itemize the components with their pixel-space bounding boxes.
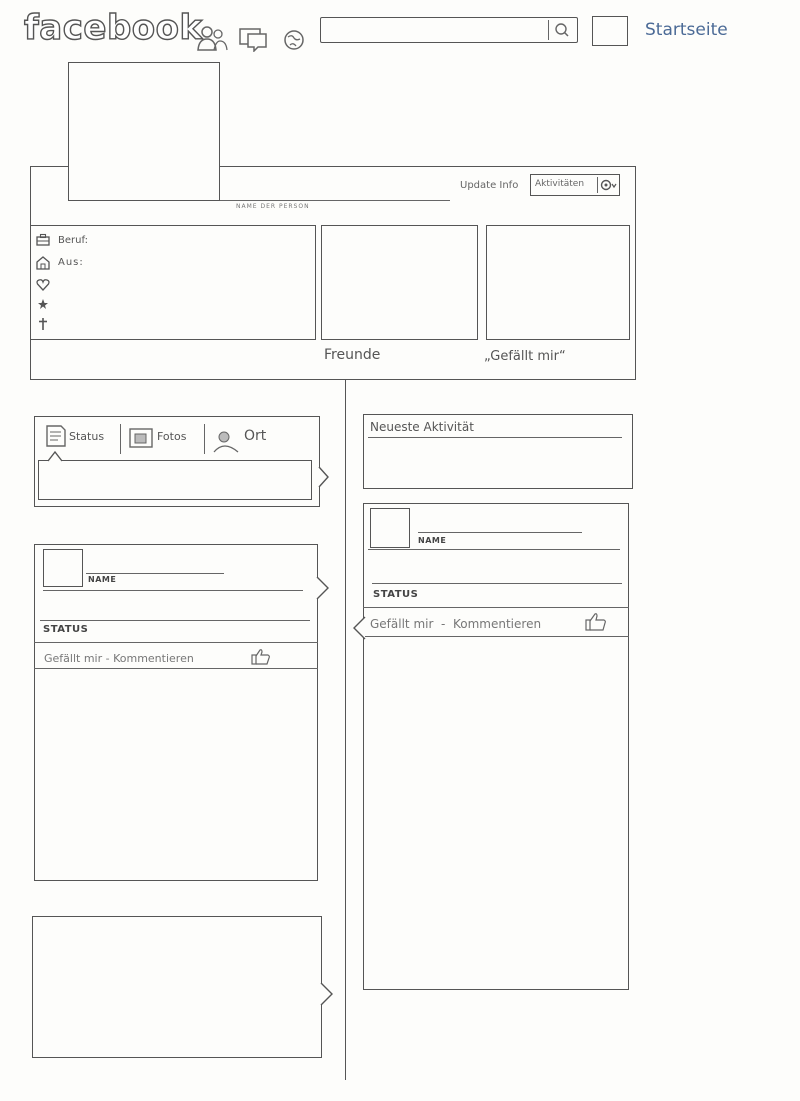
timeline-pointer xyxy=(316,576,329,600)
post-actions[interactable]: Gefällt mir - Kommentieren xyxy=(44,652,194,665)
timeline-pointer xyxy=(318,466,329,488)
search-input[interactable] xyxy=(320,17,578,43)
post-card-left xyxy=(34,544,318,881)
search-icon xyxy=(555,23,569,37)
likes-box[interactable] xyxy=(486,225,630,340)
messages-icon[interactable] xyxy=(238,26,270,52)
recent-activity-box xyxy=(363,414,633,489)
tab-divider xyxy=(204,424,205,454)
post-divider xyxy=(368,549,620,550)
post-actions[interactable]: Gefällt mir - Kommentieren xyxy=(370,617,542,631)
recent-activity-title: Neueste Aktivität xyxy=(370,420,474,434)
post-status: STATUS xyxy=(43,624,89,635)
recent-activity-underline xyxy=(368,437,622,438)
home-link[interactable]: Startseite xyxy=(645,20,728,40)
composer-box xyxy=(34,416,320,507)
post-divider xyxy=(363,607,629,608)
thumbs-up-icon[interactable] xyxy=(585,612,607,632)
post-status: STATUS xyxy=(373,589,419,600)
briefcase-icon xyxy=(36,233,50,246)
post-name-line xyxy=(86,573,224,574)
search-button[interactable] xyxy=(548,20,574,40)
name-caption: NAME DER PERSON xyxy=(236,203,310,210)
info-job: Beruf: xyxy=(58,235,88,246)
photos-icon xyxy=(129,428,153,448)
status-input[interactable] xyxy=(38,460,312,500)
speech-tail xyxy=(47,450,63,462)
post-avatar[interactable] xyxy=(43,549,83,587)
post-name[interactable]: NAME xyxy=(88,575,117,584)
update-info-button[interactable]: Update Info xyxy=(460,180,519,191)
profile-panel xyxy=(30,166,636,380)
post-divider xyxy=(372,583,622,584)
likes-label[interactable]: „Gefällt mir“ xyxy=(484,349,566,364)
post-divider xyxy=(40,620,310,621)
timeline-pointer xyxy=(353,616,366,640)
post-divider xyxy=(34,668,318,669)
name-line xyxy=(220,200,450,201)
post-divider xyxy=(43,590,303,591)
activities-label: Aktivitäten xyxy=(535,179,585,189)
info-from: Aus: xyxy=(58,257,84,268)
friends-box[interactable] xyxy=(321,225,478,340)
info-box xyxy=(30,225,316,340)
heart-icon xyxy=(36,279,50,291)
profile-picture[interactable] xyxy=(68,62,220,201)
post-name[interactable]: NAME xyxy=(418,536,447,545)
post-avatar[interactable] xyxy=(370,508,410,548)
post-card-placeholder xyxy=(32,916,322,1058)
notifications-globe-icon[interactable] xyxy=(282,28,306,52)
tab-photos[interactable]: Fotos xyxy=(157,430,187,443)
timeline-pointer xyxy=(320,982,333,1006)
post-divider xyxy=(34,642,318,643)
friend-requests-icon[interactable] xyxy=(196,24,230,52)
facebook-logo[interactable]: facebook xyxy=(23,7,203,48)
location-icon xyxy=(213,431,239,453)
status-icon xyxy=(46,425,66,447)
settings-dropdown-icon xyxy=(597,177,618,193)
post-name-line xyxy=(418,532,582,533)
tab-divider xyxy=(120,424,121,454)
tab-location[interactable]: Ort xyxy=(244,428,267,444)
user-avatar[interactable] xyxy=(592,16,628,46)
post-card-right xyxy=(363,503,629,990)
house-icon xyxy=(36,256,50,270)
friends-label[interactable]: Freunde xyxy=(324,347,381,363)
star-icon xyxy=(38,299,48,309)
cross-icon xyxy=(39,318,47,330)
tab-status[interactable]: Status xyxy=(69,430,105,443)
thumbs-up-icon[interactable] xyxy=(251,648,271,666)
timeline-axis xyxy=(345,380,346,1080)
post-divider xyxy=(363,636,629,637)
activities-button[interactable]: Aktivitäten xyxy=(530,174,620,196)
